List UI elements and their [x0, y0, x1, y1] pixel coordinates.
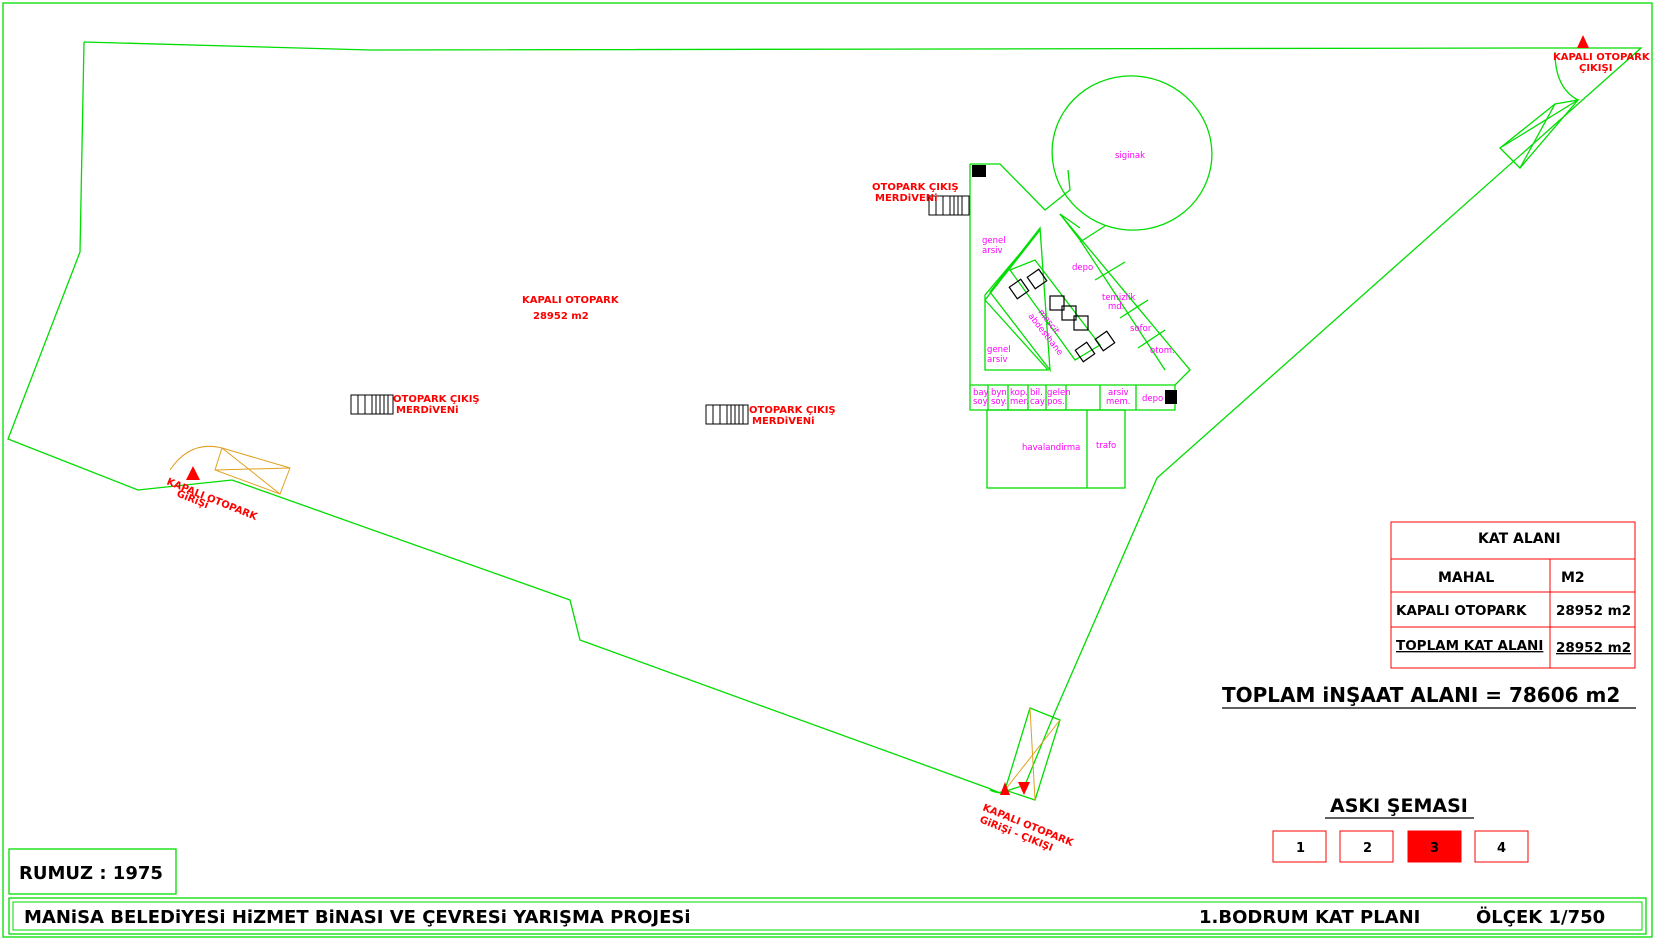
exit-stair-2-label-b: MERDiVENi	[752, 416, 815, 427]
exit-stair-1-label-a: OTOPARK ÇIKIŞ	[393, 394, 480, 405]
key-sheet-1-label: 1	[1296, 841, 1305, 856]
area-table-row2-m2: 28952 m2	[1556, 640, 1631, 656]
exit-top-label-b: ÇIKIŞI	[1579, 63, 1612, 74]
exit-stair-1-label-b: MERDiVENi	[396, 405, 459, 416]
exit-stair-3-label-a: OTOPARK ÇIKIŞ	[872, 182, 959, 193]
room-gelen-a: gelen	[1047, 388, 1071, 398]
room-bil-b: cay	[1030, 397, 1045, 407]
key-plan-title: ASKI ŞEMASI	[1330, 795, 1468, 817]
room-depo-2: depo	[1142, 394, 1163, 404]
exit-stair-3-symbol	[928, 195, 970, 216]
room-genel-arsiv-2a: genel	[987, 345, 1011, 355]
site-boundary	[7, 41, 1643, 794]
exit-arrow-icon	[1577, 35, 1589, 48]
rumuz-box	[8, 848, 177, 895]
building-core	[969, 75, 1213, 489]
room-bil-a: bil.	[1030, 388, 1043, 398]
area-table-row1-mahal: KAPALI OTOPARK	[1396, 603, 1527, 619]
room-bay-b: soy.	[973, 397, 989, 407]
room-genel-arsiv-2b: arsiv	[987, 355, 1008, 365]
exit-stair-1-symbol	[350, 394, 394, 415]
key-sheet-4[interactable]	[1474, 830, 1529, 863]
project-title: MANiSA BELEDiYESi HiZMET BiNASI VE ÇEVRE…	[24, 907, 691, 928]
parking-area-label: 28952 m2	[533, 311, 589, 322]
entrance-arrow-icon	[186, 466, 200, 480]
entry-arrow-icon	[1000, 782, 1010, 795]
room-arsiv-mem-b: mem.	[1106, 397, 1131, 407]
room-otom: otom.	[1150, 346, 1175, 356]
area-table-title: KAT ALANI	[1478, 531, 1561, 547]
exit-stair-2-symbol	[705, 404, 749, 425]
key-sheet-4-label: 4	[1497, 841, 1506, 856]
area-table-col-m2: M2	[1561, 570, 1585, 586]
room-siginak: siginak	[1115, 151, 1145, 161]
room-depo-1: depo	[1072, 263, 1093, 273]
scale-label: ÖLÇEK 1/750	[1476, 906, 1605, 928]
plan-name: 1.BODRUM KAT PLANI	[1199, 907, 1420, 928]
total-construction-area: TOPLAM iNŞAAT ALANI = 78606 m2	[1222, 683, 1620, 707]
room-gelen-b: pos.	[1047, 397, 1065, 407]
area-table: KAT ALANI MAHAL M2 KAPALI OTOPARK 28952 …	[1390, 521, 1636, 669]
room-bay-a: bay	[973, 388, 989, 398]
room-genel-arsiv-1a: genel	[982, 236, 1006, 246]
exit-down-arrow-icon	[1018, 782, 1030, 795]
parking-label: KAPALI OTOPARK	[522, 295, 620, 306]
room-temizlik-b: md.	[1108, 302, 1124, 312]
key-sheet-3-label: 3	[1430, 841, 1439, 856]
room-byn-a: byn	[991, 388, 1007, 398]
room-kop-b: mer.	[1010, 397, 1029, 407]
key-sheet-2-label: 2	[1363, 841, 1372, 856]
room-kop-a: kop.	[1010, 388, 1028, 398]
room-genel-arsiv-1b: arsiv	[982, 246, 1003, 256]
room-temizlik-a: temizlik	[1102, 293, 1135, 303]
room-havalandirma: havalandirma	[1022, 443, 1080, 453]
exit-top-label-a: KAPALI OTOPARK	[1553, 52, 1651, 63]
key-sheet-3-active[interactable]	[1407, 830, 1462, 863]
shelter-room	[1051, 75, 1213, 231]
area-table-row1-m2: 28952 m2	[1556, 603, 1631, 619]
area-table-row2-mahal: TOPLAM KAT ALANI	[1396, 638, 1543, 654]
left-entrance-ramp	[169, 445, 291, 495]
top-right-exit-ramp	[1499, 51, 1580, 169]
room-arsiv-mem-a: arsiv	[1108, 388, 1129, 398]
exit-stair-3-label-b: MERDiVENi	[875, 193, 938, 204]
title-strip-inner	[12, 901, 1643, 931]
room-trafo: trafo	[1096, 441, 1116, 451]
exit-stair-2-label-a: OTOPARK ÇIKIŞ	[749, 405, 836, 416]
area-table-col-mahal: MAHAL	[1438, 570, 1494, 586]
title-strip	[8, 897, 1647, 935]
room-sofor: sofor	[1130, 324, 1152, 334]
room-byn-b: soy.	[991, 397, 1007, 407]
key-sheet-1[interactable]	[1272, 830, 1327, 863]
rumuz-label: RUMUZ : 1975	[19, 863, 163, 884]
key-plan: ASKI ŞEMASI 1 2 3 4	[1272, 795, 1529, 863]
key-sheet-2[interactable]	[1339, 830, 1394, 863]
